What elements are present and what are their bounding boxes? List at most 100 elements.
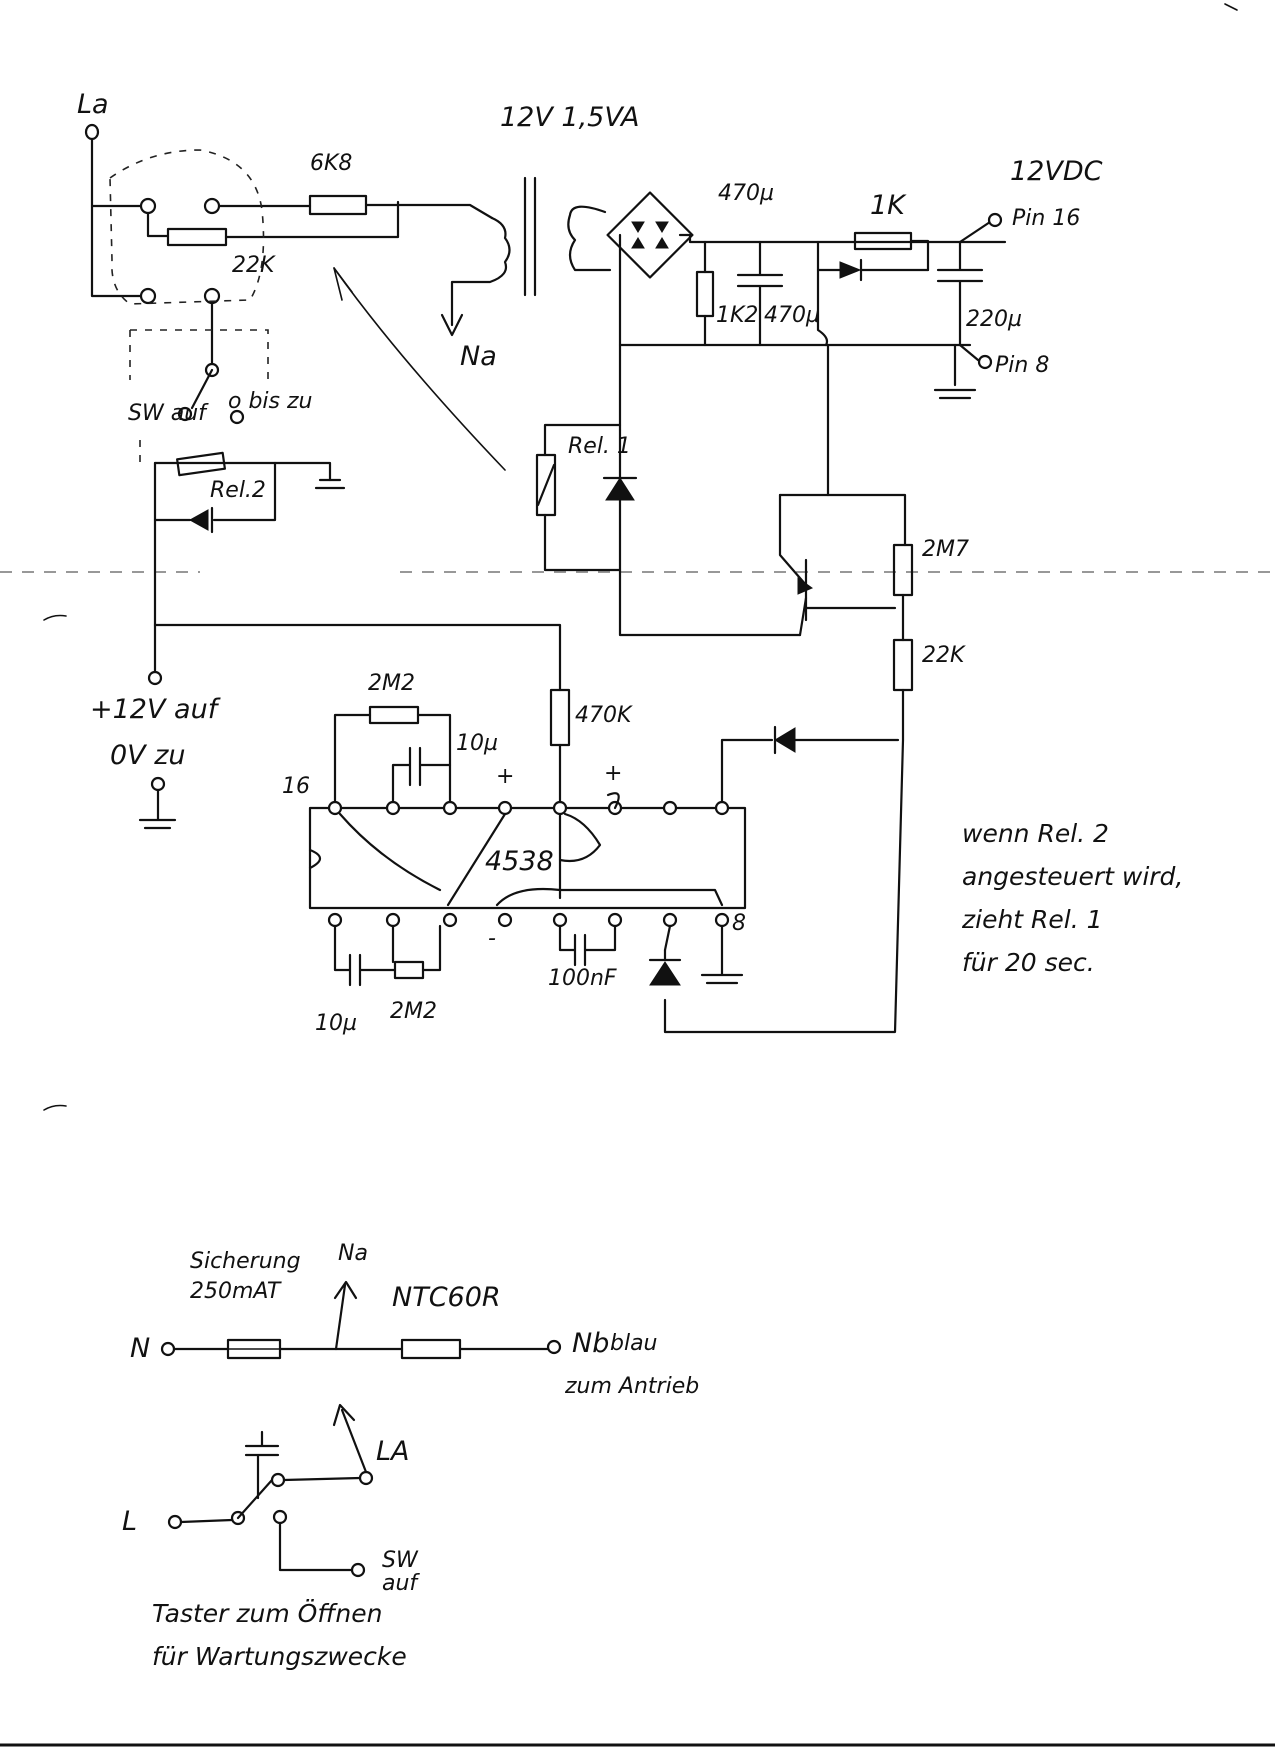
plus-b-label: + bbox=[604, 761, 622, 786]
plus-12v-terminal bbox=[147, 670, 163, 686]
la-link-wire bbox=[282, 1476, 362, 1482]
ic-input-diode bbox=[774, 727, 796, 753]
bridge-diode bbox=[631, 237, 645, 249]
primary-winding bbox=[450, 216, 511, 327]
ic-pin bbox=[714, 912, 730, 928]
rel2-coil-wire bbox=[153, 461, 332, 482]
ic-pin8-label: 8 bbox=[732, 911, 746, 936]
bridge-diode bbox=[655, 221, 669, 233]
rel1-return-wire bbox=[618, 498, 802, 637]
rc-bottom-wire bbox=[421, 924, 442, 972]
la-arrow-wire bbox=[340, 1408, 368, 1474]
scan-mark bbox=[1224, 3, 1238, 11]
resistor-6k8 bbox=[308, 194, 368, 216]
l-label: L bbox=[122, 1506, 137, 1537]
relay-contact-terminal bbox=[139, 197, 157, 215]
caption-line-2: für Wartungszwecke bbox=[152, 1642, 407, 1671]
resistor-2m7 bbox=[892, 543, 914, 597]
secondary-winding bbox=[567, 205, 612, 272]
switch-sw-terminal bbox=[177, 406, 193, 422]
pushbutton-nc-terminal bbox=[270, 1472, 286, 1488]
ic-pin16-label: 16 bbox=[282, 774, 310, 799]
rel2-diode-wire bbox=[153, 461, 277, 522]
transformer-label: 12V 1,5VA bbox=[500, 102, 639, 133]
nb-terminal bbox=[546, 1339, 562, 1355]
ic-name-label: 4538 bbox=[485, 846, 554, 877]
ic-pin bbox=[552, 800, 568, 816]
transistor-emitter bbox=[798, 596, 808, 637]
ic-pin bbox=[497, 912, 513, 928]
n-terminal bbox=[160, 1341, 176, 1357]
note-line-2: angesteuert wird, bbox=[962, 862, 1183, 891]
bridge-rectifier bbox=[606, 191, 694, 279]
na-tap-wire bbox=[334, 1283, 347, 1351]
r1k-wire bbox=[909, 239, 930, 272]
pushbutton-actuator bbox=[244, 1430, 280, 1500]
ic-pin bbox=[662, 912, 678, 928]
r6k8-wire-right bbox=[364, 203, 494, 220]
ntc-60r bbox=[400, 1338, 462, 1360]
note-line-3: zieht Rel. 1 bbox=[961, 905, 1103, 934]
relay-contact-terminal bbox=[203, 197, 221, 215]
sw-wire bbox=[278, 1521, 354, 1572]
rel1-diode bbox=[605, 477, 635, 501]
ic-pin bbox=[552, 912, 568, 928]
ground-symbol bbox=[138, 788, 177, 830]
r22k-wire-right bbox=[224, 200, 400, 239]
ic-pin bbox=[385, 800, 401, 816]
rectifier-section: 470µ 1K2 470µ 1K 220µ 12VDC Pin 16 Pin 8 bbox=[606, 156, 1103, 400]
pin8-top-label: Pin 8 bbox=[995, 353, 1049, 378]
resistor-1k2 bbox=[695, 270, 715, 318]
zero-v-label: 0V zu bbox=[110, 740, 186, 771]
dc-minus-rail bbox=[618, 233, 972, 347]
r2m2-top-label: 2M2 bbox=[368, 671, 415, 696]
ic-internal-wire bbox=[446, 812, 507, 907]
capacitor-470u bbox=[736, 240, 784, 347]
switch-zu-terminal bbox=[229, 409, 245, 425]
resistor-22k-top bbox=[166, 227, 228, 247]
resistor-2m2-top bbox=[368, 705, 420, 725]
relay-1-coil-slash bbox=[536, 463, 556, 507]
relay-2-dashed-link bbox=[130, 329, 269, 380]
transistor-top-wire bbox=[778, 493, 907, 547]
sw-auf-label: SW auf bbox=[128, 401, 209, 426]
annotation-note: wenn Rel. 2 angesteuert wird, zieht Rel.… bbox=[961, 819, 1183, 977]
capacitor-100nf bbox=[558, 924, 617, 967]
ic-pin bbox=[442, 912, 458, 928]
r2m2-bottom-label: 2M2 bbox=[390, 999, 437, 1024]
capacitor-10u-bottom bbox=[333, 924, 397, 987]
ic-pin bbox=[497, 800, 513, 816]
ground-symbol bbox=[314, 478, 346, 490]
ic-pin-loop bbox=[606, 792, 620, 810]
ic-pin bbox=[327, 800, 343, 816]
diode-branch-wire bbox=[816, 240, 829, 347]
live-line-section: L LA SW auf Taster zum Öffnen für Wartun… bbox=[122, 1403, 420, 1671]
r2m7-label: 2M7 bbox=[922, 537, 969, 562]
ntc-label: NTC60R bbox=[392, 1282, 501, 1313]
r470k-label: 470K bbox=[575, 703, 633, 728]
ic-internal-wire bbox=[338, 812, 442, 892]
nb-note-2: zum Antrieb bbox=[564, 1374, 699, 1399]
transistor-emitter-arrow bbox=[797, 577, 814, 595]
ic-4538-body bbox=[308, 806, 747, 910]
r22k-wire bbox=[146, 211, 170, 238]
scan-mark bbox=[43, 614, 67, 621]
ic-diode-wire bbox=[720, 738, 774, 804]
transformer-section: 12V 1,5VA Na bbox=[333, 102, 639, 471]
r22k-mid-label: 22K bbox=[922, 643, 966, 668]
ic-pin bbox=[442, 800, 458, 816]
r22k-top-label: 22K bbox=[232, 253, 276, 278]
pin8-wire bbox=[958, 343, 980, 362]
feed-wire bbox=[153, 623, 562, 692]
vdc-terminal bbox=[987, 212, 1003, 228]
caption-line-1: Taster zum Öffnen bbox=[152, 1599, 382, 1628]
pin16-top-label: Pin 16 bbox=[1012, 206, 1080, 231]
r22k-to-diode-wire bbox=[663, 688, 905, 1034]
ic-internal-wire bbox=[558, 812, 602, 863]
vdc-label: 12VDC bbox=[1010, 156, 1103, 187]
capacitor-10u-top bbox=[391, 746, 452, 804]
note-line-1: wenn Rel. 2 bbox=[962, 819, 1109, 848]
annotation-arrowhead bbox=[333, 267, 353, 301]
